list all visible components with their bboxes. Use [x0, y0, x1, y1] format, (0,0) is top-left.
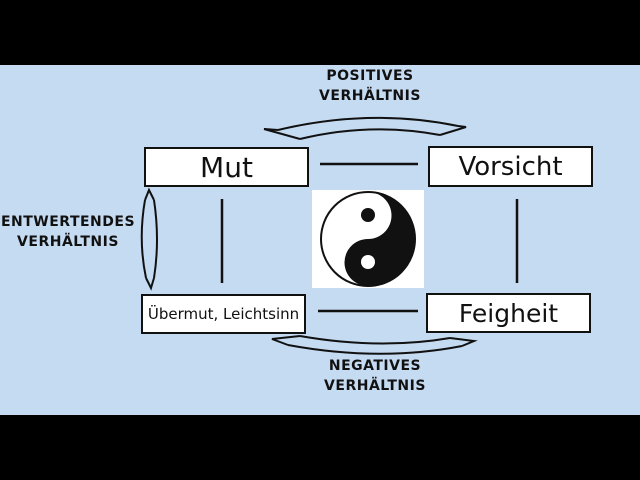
positive-relation-arrow	[263, 116, 467, 140]
box-vorsicht-label: Vorsicht	[458, 151, 563, 182]
box-uebermut-label: Übermut, Leichtsinn	[147, 305, 300, 323]
negative-relation-line2: VERHÄLTNIS	[324, 378, 426, 394]
yin-yang-icon	[312, 190, 424, 288]
negative-relation-arrow	[271, 335, 478, 355]
devaluing-relation-line2: VERHÄLTNIS	[17, 234, 119, 250]
devaluing-relation-label: ENTWERTENDES VERHÄLTNIS	[0, 212, 136, 252]
devaluing-relation-arrow	[140, 187, 158, 291]
devaluing-relation-line1: ENTWERTENDES	[0, 214, 136, 230]
box-uebermut: Übermut, Leichtsinn	[141, 294, 306, 334]
box-feigheit-label: Feigheit	[458, 298, 559, 328]
positive-relation-label: POSITIVES VERHÄLTNIS	[300, 66, 440, 106]
negative-relation-line1: NEGATIVES	[328, 358, 422, 374]
box-feigheit: Feigheit	[426, 293, 591, 333]
box-mut: Mut	[144, 147, 309, 187]
box-mut-label: Mut	[200, 150, 253, 184]
letterbox-top	[0, 0, 640, 65]
negative-relation-label: NEGATIVES VERHÄLTNIS	[300, 356, 450, 396]
positive-relation-line2: VERHÄLTNIS	[319, 88, 421, 104]
letterbox-bottom	[0, 415, 640, 480]
box-vorsicht: Vorsicht	[428, 146, 593, 187]
positive-relation-line1: POSITIVES	[326, 68, 414, 84]
